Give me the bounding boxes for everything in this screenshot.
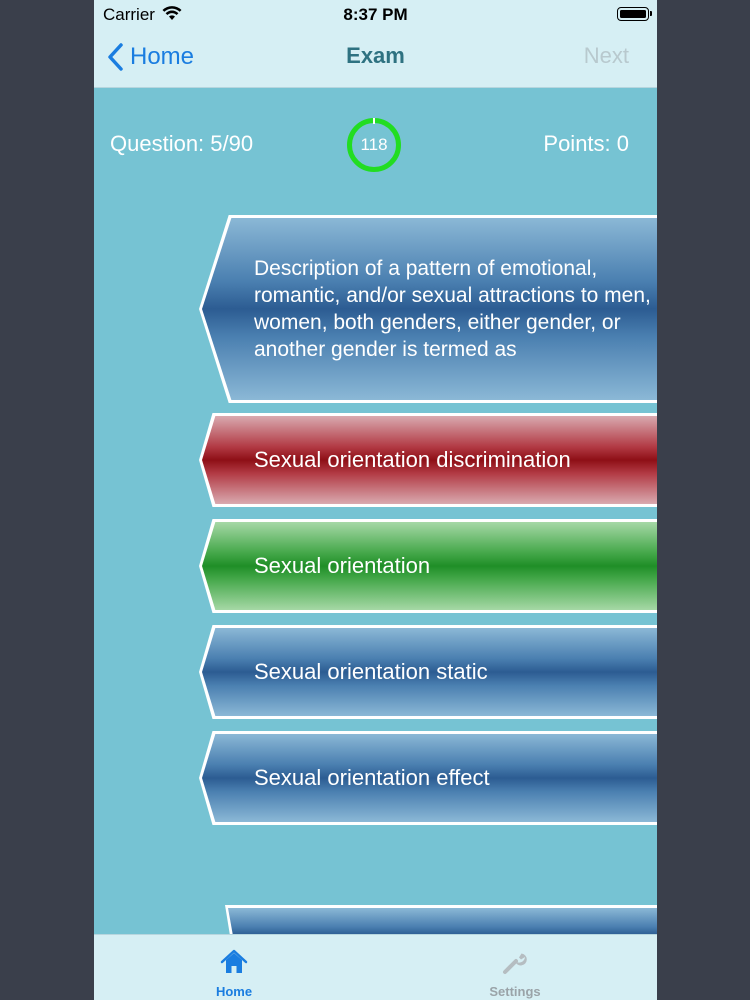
- navigation-bar: Home Exam Next: [94, 30, 657, 88]
- answer-option-2[interactable]: Sexual orientation: [199, 519, 657, 613]
- timer-ring-icon: [347, 118, 401, 172]
- carrier-label: Carrier: [103, 5, 155, 24]
- answer-option-label: Sexual orientation: [202, 522, 657, 610]
- status-bar: Carrier 8:37 PM: [94, 0, 657, 30]
- tab-home-label: Home: [215, 984, 253, 999]
- answer-option-3[interactable]: Sexual orientation static: [199, 625, 657, 719]
- countdown-timer: 118: [346, 117, 402, 173]
- tab-settings[interactable]: Settings: [455, 935, 575, 1000]
- tab-home[interactable]: Home: [174, 935, 294, 1000]
- status-time: 8:37 PM: [343, 5, 408, 24]
- question-text: Description of a pattern of emotional, r…: [202, 218, 657, 400]
- points-counter: Points: 0: [543, 131, 629, 156]
- page-title: Exam: [346, 43, 405, 68]
- wifi-icon: [162, 5, 182, 26]
- back-button[interactable]: Home: [108, 40, 194, 74]
- tab-bar: Home Settings: [94, 934, 657, 1000]
- wrench-icon: [503, 953, 527, 974]
- chevron-left-icon: [108, 43, 123, 71]
- answer-option-1[interactable]: Sexual orientation discrimination: [199, 413, 657, 507]
- house-icon: [220, 949, 248, 973]
- battery-icon: [617, 7, 652, 21]
- answer-option-label: Sexual orientation static: [202, 628, 657, 716]
- question-counter: Question: 5/90: [110, 131, 254, 156]
- app-screen: Carrier 8:37 PM Home Exam Next Question:…: [94, 0, 657, 1000]
- tab-settings-label: Settings: [489, 984, 541, 999]
- answer-option-4[interactable]: Sexual orientation effect: [199, 731, 657, 825]
- next-button[interactable]: Next: [583, 43, 629, 68]
- question-card: Description of a pattern of emotional, r…: [199, 215, 657, 403]
- answer-option-label: Sexual orientation discrimination: [202, 416, 657, 504]
- back-button-label: Home: [130, 43, 195, 70]
- timer-value: 118: [360, 135, 388, 154]
- answer-option-label: Sexual orientation effect: [202, 734, 657, 822]
